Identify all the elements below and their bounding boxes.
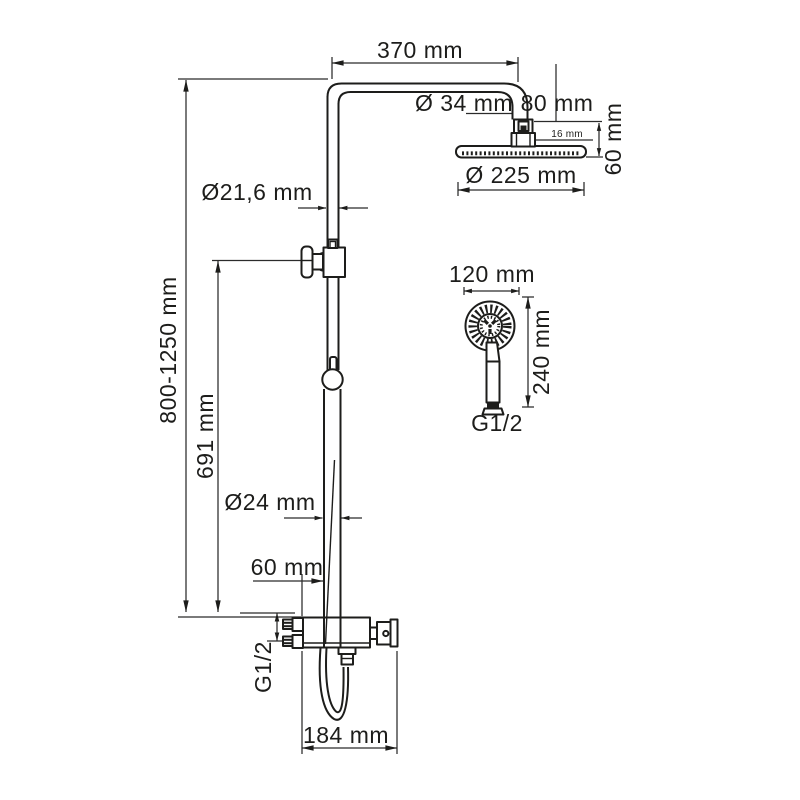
hand-shower-collar: [487, 402, 499, 409]
mixer-width-label: 184 mm: [303, 722, 389, 748]
slider-circle: [321, 368, 344, 391]
hose-inner: [325, 647, 345, 714]
shower-arm-inner: [337, 91, 514, 120]
dimension-head-cluster: Ø 34 mm 80 mm 16 mm 60 mm Ø 225 mm: [415, 64, 626, 196]
hand-shower-length-label: 240 mm: [528, 309, 554, 395]
hand-shower-diameter-label: 120 mm: [449, 261, 535, 287]
upper-pipe-diameter-label: Ø21,6 mm: [201, 179, 312, 205]
hand-shower-handle: [485, 360, 501, 404]
mixer-inlet-thread-bottom: [282, 635, 294, 647]
bracket-knob: [300, 245, 314, 279]
arm-reach-label: 370 mm: [377, 37, 463, 63]
mixer-inlet-nut-bottom: [291, 634, 304, 649]
dimension-lower-pipe-diameter: Ø24 mm: [224, 489, 362, 521]
hand-shower-neck: [485, 341, 501, 363]
head-assembly-height-label: 60 mm: [600, 103, 626, 176]
slider-knob: [321, 356, 344, 391]
lower-pipe-diameter-label: Ø24 mm: [224, 489, 315, 515]
mixer-handle-stem: [369, 626, 378, 640]
head-connector-lower: [510, 132, 536, 148]
bracket-height-label: 691 mm: [192, 393, 218, 479]
hand-shower-inner-nozzles: [479, 315, 501, 337]
overall-height-label: 800-1250 mm: [155, 276, 181, 423]
shower-column: [282, 82, 587, 721]
hose-upper-run: [324, 459, 336, 645]
hand-shower: [464, 300, 516, 416]
hand-shower-inlet: [481, 407, 505, 416]
head-drop-label: 80 mm: [521, 90, 594, 116]
overhead-shower: [455, 118, 587, 159]
mixer-handle-dot: [382, 629, 390, 638]
thermostat-mixer: [282, 616, 399, 649]
arm-diameter-label: Ø 34 mm: [415, 90, 513, 116]
hose-connector-body: [340, 653, 354, 666]
dimension-hand-shower: 120 mm 240 mm G1/2: [449, 261, 554, 436]
dimension-arm-reach: 370 mm: [331, 37, 519, 82]
shower-arm-outer: [326, 82, 529, 120]
mixer-thread-label: G1/2: [250, 641, 276, 693]
dimension-mixer-width: 184 mm: [301, 651, 398, 754]
dimension-wall-offset: 60 mm: [251, 554, 324, 616]
wall-offset-label: 60 mm: [251, 554, 324, 580]
mixer-inlet-nut-top: [291, 617, 304, 632]
dimension-mixer-thread: G1/2: [240, 612, 295, 693]
mixer-inlet-thread-top: [282, 618, 294, 630]
head-plate-thickness-label: 16 mm: [551, 129, 583, 140]
dimension-upper-pipe-diameter: Ø21,6 mm: [201, 179, 368, 211]
mixer-handle-cap: [389, 618, 399, 648]
shower-hose: [318, 646, 357, 721]
bracket-stem: [311, 253, 324, 271]
head-diameter-label: Ø 225 mm: [465, 162, 576, 188]
hose-outer: [318, 647, 350, 721]
hand-shower-nozzle-ring: [468, 304, 512, 348]
bracket-clamp: [322, 246, 346, 278]
dimension-bracket-height: 691 mm: [192, 259, 301, 613]
dimension-overall-height: 800-1250 mm: [155, 78, 328, 618]
wall-bracket: [300, 238, 346, 279]
